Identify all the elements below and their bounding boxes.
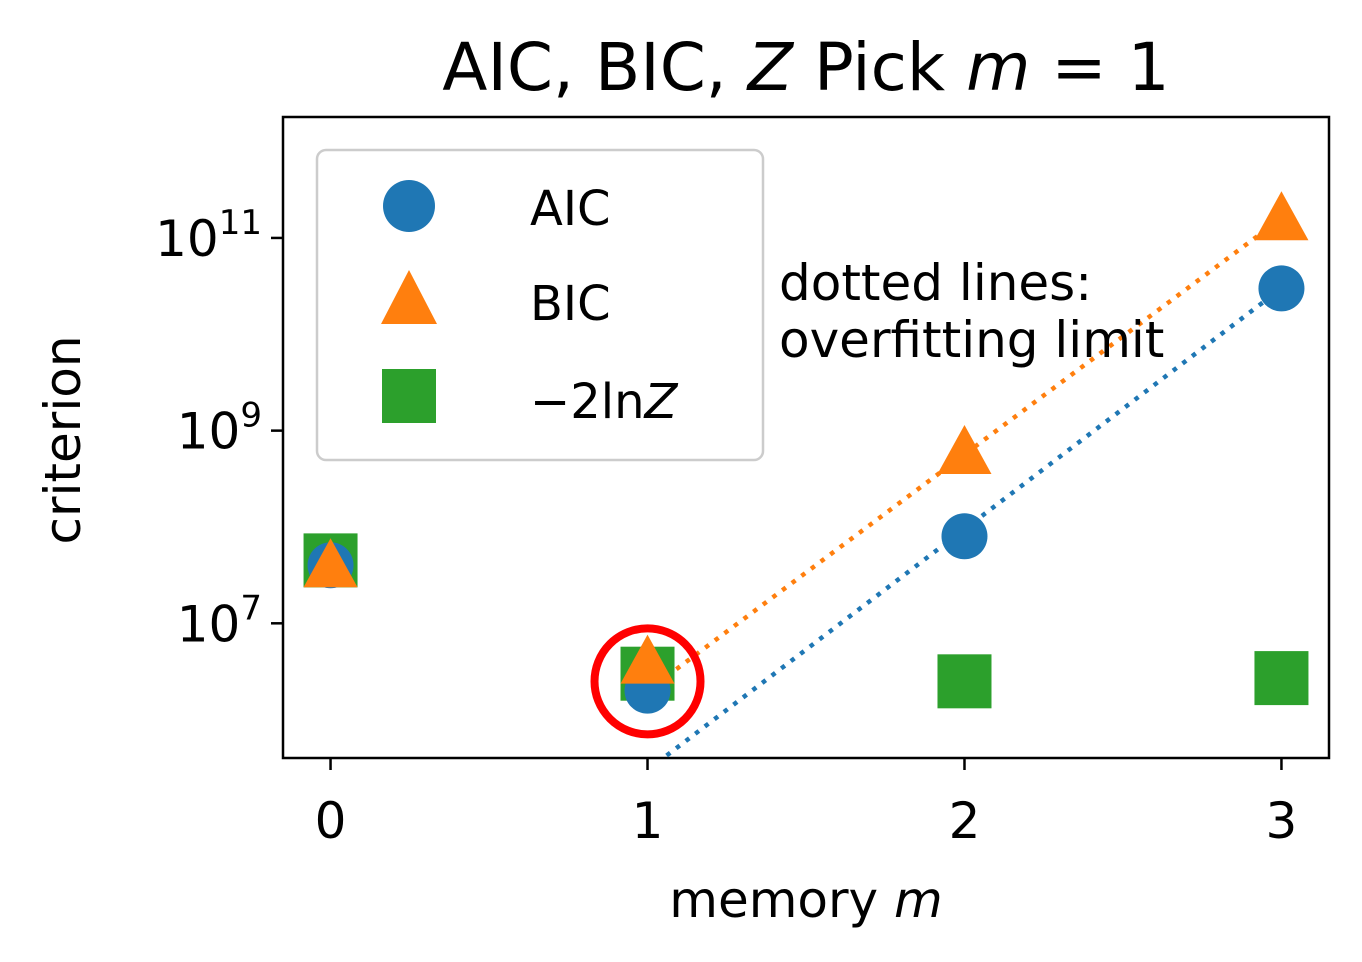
legend-aic-label: AIC bbox=[530, 181, 611, 237]
y-tick-label: 1011 bbox=[155, 203, 262, 268]
bic-point bbox=[303, 538, 358, 588]
bic-point bbox=[937, 425, 992, 475]
legend: AIC BIC −2lnZ bbox=[315, 148, 765, 462]
legend-lnz-square-icon bbox=[382, 369, 436, 423]
legend-aic-circle-icon bbox=[383, 180, 435, 232]
y-axis-label: criterion bbox=[34, 335, 92, 544]
x-axis-ticks: 0 1 2 3 bbox=[315, 758, 1298, 850]
bic-point bbox=[1254, 191, 1309, 241]
y-tick-label: 109 bbox=[177, 396, 262, 461]
overfitting-note: dotted lines:overfitting limit bbox=[779, 254, 1164, 369]
legend-bic-label: BIC bbox=[530, 276, 611, 332]
overfitting-note-line-2: overfitting limit bbox=[779, 311, 1164, 369]
legend-lnz-label: −2lnZ bbox=[530, 374, 679, 430]
x-tick-label: 0 bbox=[315, 792, 347, 850]
highlight-circle bbox=[590, 624, 705, 739]
plot-area bbox=[281, 115, 1331, 760]
x-axis-label: memory m bbox=[669, 871, 943, 929]
y-tick-label: 107 bbox=[177, 588, 262, 653]
y-axis-ticks: 107 109 1011 bbox=[155, 203, 283, 653]
legend-bic-triangle-icon bbox=[381, 270, 437, 324]
overfitting-note-line-1: dotted lines: bbox=[779, 254, 1092, 312]
lnz-point bbox=[1254, 651, 1309, 706]
chart-title: AIC, BIC, Z Pick m = 1 bbox=[442, 29, 1169, 106]
selected-model-highlight bbox=[590, 624, 705, 739]
bic-point bbox=[620, 634, 675, 684]
data-markers bbox=[303, 191, 1309, 714]
lnz-point bbox=[937, 654, 992, 709]
x-tick-label: 2 bbox=[949, 792, 981, 850]
x-tick-label: 1 bbox=[632, 792, 664, 850]
x-tick-label: 3 bbox=[1266, 792, 1298, 850]
aic-point bbox=[1258, 265, 1305, 312]
aic-point bbox=[941, 513, 988, 560]
